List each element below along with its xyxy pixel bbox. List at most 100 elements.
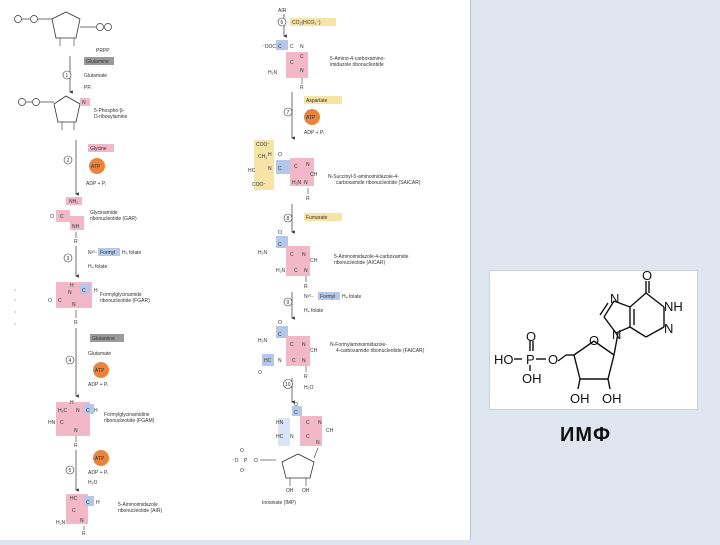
svg-text:CH: CH bbox=[310, 258, 318, 264]
svg-text:N: N bbox=[300, 44, 304, 50]
svg-text:R: R bbox=[300, 85, 304, 91]
svg-text:H: H bbox=[268, 152, 272, 158]
phosphoribosylamine-structure: N 5-Phospho-β- D-ribosylamine bbox=[19, 96, 128, 130]
step-1: Glutamine 1 Glutamate PPᵢ bbox=[63, 56, 114, 92]
svg-text:OH: OH bbox=[302, 488, 310, 494]
svg-text:COO⁻: COO⁻ bbox=[256, 142, 270, 148]
step-4: Glutamine 4 Glutamate ATP ADP + Pᵢ bbox=[66, 328, 124, 396]
svg-text:C: C bbox=[278, 44, 282, 50]
svg-text:HC: HC bbox=[276, 434, 284, 440]
svg-text:N: N bbox=[300, 68, 304, 74]
svg-text:N: N bbox=[316, 440, 320, 446]
svg-text:⁻OOC: ⁻OOC bbox=[262, 44, 276, 50]
compound-name-line2: ribonucleotide (AIR) bbox=[118, 508, 163, 514]
svg-text:C: C bbox=[82, 288, 86, 294]
step-5: ATP 5 ADP + Pᵢ H₂O bbox=[66, 450, 109, 490]
atom-oh-3prime: OH bbox=[602, 391, 622, 406]
glycine-label: Glycine bbox=[90, 146, 107, 152]
water-label: H₂O bbox=[88, 480, 98, 486]
svg-text:H₂N: H₂N bbox=[268, 70, 278, 76]
faicar-structure: O C H₂N C N CH HC N C N O R N-Formylamin… bbox=[258, 320, 425, 380]
step-8: 8 Fumarate bbox=[284, 204, 342, 232]
svg-text:HN: HN bbox=[48, 420, 56, 426]
fgam-structure: H H₂C N C H HN C N R Formylglycinamidine… bbox=[48, 400, 155, 449]
h4folate-label: H₄ folate bbox=[122, 250, 141, 256]
compound-name-line2: carboxamide ribonucleotide (SAICAR) bbox=[336, 180, 421, 186]
page-margin-marks bbox=[14, 290, 16, 324]
svg-text:C: C bbox=[300, 54, 304, 60]
atom-o-ester: O bbox=[548, 352, 558, 367]
svg-text:R: R bbox=[82, 531, 86, 537]
svg-text:O: O bbox=[258, 370, 262, 376]
svg-text:C: C bbox=[290, 60, 294, 66]
svg-text:C: C bbox=[58, 298, 62, 304]
svg-text:O: O bbox=[278, 152, 282, 158]
atom-p: P bbox=[526, 352, 535, 367]
svg-text:C: C bbox=[292, 358, 296, 364]
svg-text:⁻O: ⁻O bbox=[232, 458, 239, 464]
glutamate-label: Glutamate bbox=[88, 351, 111, 357]
step-number: 9 bbox=[287, 300, 290, 306]
purine-pathway-diagram: PRPP Glutamine 1 Glutamate PPᵢ N bbox=[0, 0, 470, 540]
prpp-structure: PRPP bbox=[15, 12, 112, 54]
fumarate-label: Fumarate bbox=[306, 215, 328, 221]
svg-text:O⁻: O⁻ bbox=[240, 468, 247, 474]
imp-book-structure: O C HN C N CH HC N C N O ⁻O P O O⁻ bbox=[232, 402, 334, 506]
svg-text:H: H bbox=[96, 500, 100, 506]
svg-text:H: H bbox=[70, 283, 74, 289]
svg-text:NH: NH bbox=[72, 224, 80, 230]
svg-text:H₂N: H₂N bbox=[258, 338, 268, 344]
svg-text:C: C bbox=[60, 214, 64, 220]
svg-text:C: C bbox=[290, 252, 294, 258]
formyl-label: Formyl bbox=[100, 250, 115, 256]
compound-name-line2: ribonucleotide (FGAR) bbox=[100, 298, 150, 304]
atom-n9: N bbox=[612, 327, 621, 342]
svg-text:C: C bbox=[86, 408, 90, 414]
saicar-structure: COO⁻ CH₂ HC COO⁻ C H N O C N CH H₂N N R … bbox=[248, 140, 421, 202]
svg-text:CH: CH bbox=[310, 172, 318, 178]
svg-text:N: N bbox=[302, 358, 306, 364]
step-3: N¹⁰- Formyl H₄ folate 3 H₄ folate bbox=[64, 246, 141, 276]
svg-text:N: N bbox=[68, 290, 72, 296]
svg-text:O: O bbox=[48, 298, 52, 304]
svg-text:N: N bbox=[306, 162, 310, 168]
svg-text:O: O bbox=[240, 448, 244, 454]
svg-text:O: O bbox=[50, 214, 54, 220]
svg-text:OH: OH bbox=[286, 488, 294, 494]
atp-label: ATP bbox=[306, 115, 316, 121]
svg-text:HN: HN bbox=[276, 420, 284, 426]
svg-text:N: N bbox=[302, 252, 306, 258]
svg-text:C: C bbox=[72, 508, 76, 514]
atom-nh: NH bbox=[664, 299, 683, 314]
svg-text:R: R bbox=[74, 443, 78, 449]
svg-text:N: N bbox=[290, 434, 294, 440]
svg-text:R: R bbox=[74, 239, 78, 245]
adp-label: ADP + Pᵢ bbox=[88, 470, 108, 476]
aicar-structure: O C H₂N C N CH H₂N C N R 5-Aminoimidazol… bbox=[258, 230, 409, 290]
adp-label: ADP + Pᵢ bbox=[86, 181, 106, 187]
atom-o-carbonyl: O bbox=[642, 271, 652, 283]
svg-text:H: H bbox=[70, 400, 74, 406]
step-number: 8 bbox=[287, 216, 290, 222]
svg-text:CH: CH bbox=[326, 428, 334, 434]
formyl-label: Formyl bbox=[320, 294, 335, 300]
adp-label: ADP + Pᵢ bbox=[304, 130, 324, 136]
glutamine-label: Glutamine bbox=[92, 336, 115, 342]
step-9: N¹⁰- Formyl H₄ folate 9 H₄ folate bbox=[284, 292, 361, 318]
atp-label: ATP bbox=[95, 456, 105, 462]
svg-text:C: C bbox=[306, 434, 310, 440]
svg-text:H₂N: H₂N bbox=[56, 520, 66, 526]
h4folate-label: H₄ folate bbox=[342, 294, 361, 300]
svg-text:H₂N: H₂N bbox=[276, 268, 286, 274]
step-2: Glycine 2 ATP ADP + Pᵢ bbox=[64, 140, 114, 194]
svg-text:N: N bbox=[302, 342, 306, 348]
step-7: Aspartate 7 ATP ADP + Pᵢ bbox=[284, 92, 342, 138]
svg-text:N: N bbox=[72, 302, 76, 308]
svg-text:C: C bbox=[278, 166, 282, 172]
svg-text:H₂N: H₂N bbox=[292, 180, 302, 186]
co2-label: CO₂(HCO₃⁻) bbox=[292, 20, 321, 26]
n10-prefix: N¹⁰- bbox=[88, 250, 97, 256]
atom-ho: HO bbox=[494, 352, 514, 367]
svg-text:N: N bbox=[268, 166, 272, 172]
imp-name: Inosinate (IMP) bbox=[262, 500, 296, 506]
